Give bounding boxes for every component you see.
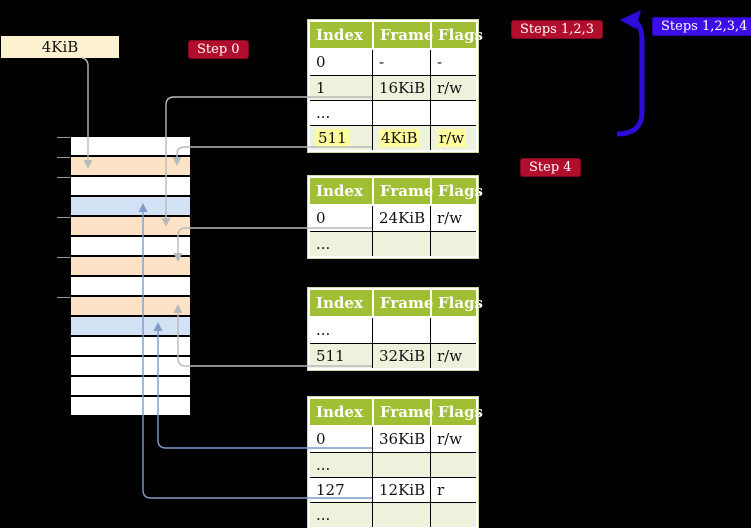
table-cell: - <box>372 50 430 75</box>
table-cell: r/w <box>430 206 476 231</box>
memory-stack <box>71 137 190 415</box>
table-cell <box>372 232 430 256</box>
step0-badge: Step 0 <box>188 40 249 59</box>
table-cell: 16KiB <box>372 76 430 100</box>
steps123-badge: Steps 1,2,3 <box>511 20 604 39</box>
column-header: Flags <box>430 178 483 204</box>
memory-row-white <box>71 137 190 155</box>
table-cell <box>430 503 476 527</box>
table-cell: ... <box>316 456 331 474</box>
step4-badge: Step 4 <box>520 158 581 177</box>
memory-row-white <box>71 177 190 195</box>
table-cell <box>372 101 430 125</box>
table-cell: 511 <box>316 347 345 365</box>
table-cell: 511 <box>316 129 349 147</box>
table-row: ... <box>310 100 476 125</box>
table-cell: r/w <box>430 427 476 452</box>
column-header: Frame <box>372 178 433 204</box>
memory-row-white <box>71 337 190 355</box>
table-cell <box>430 318 476 343</box>
table-cell <box>430 453 476 477</box>
column-header: Frame <box>372 399 433 425</box>
memory-row-white <box>71 357 190 375</box>
table-cell: r/w <box>430 76 476 100</box>
table-cell: 32KiB <box>372 344 430 368</box>
page-size-box: 4KiB <box>1 36 119 58</box>
table-cell: 4KiB <box>372 126 430 150</box>
table-cell: 1 <box>316 79 326 97</box>
table-cell <box>372 318 430 343</box>
column-header: Frame <box>372 22 433 48</box>
column-header: Flags <box>430 22 483 48</box>
table-cell: 127 <box>316 481 345 499</box>
table-cell: 0 <box>316 53 326 71</box>
table-cell <box>372 453 430 477</box>
table-cell: 36KiB <box>372 427 430 452</box>
memory-row-white <box>71 377 190 395</box>
memory-row-white <box>71 277 190 295</box>
table-cell: - <box>430 50 476 75</box>
memory-row-peach <box>71 257 190 275</box>
column-header: Index <box>316 294 363 312</box>
table-cell <box>430 232 476 256</box>
table-cell: ... <box>316 321 331 339</box>
column-header: Flags <box>430 290 483 316</box>
table-cell: 0 <box>316 209 326 227</box>
memory-tick-marks <box>57 137 70 298</box>
table-row: ... <box>310 452 476 477</box>
table-cell <box>372 503 430 527</box>
memory-row-peach <box>71 217 190 235</box>
table-cell: r <box>430 478 476 502</box>
memory-row-white <box>71 237 190 255</box>
table-cell: 0 <box>316 430 326 448</box>
recursive-loop-arrowhead-icon <box>620 10 641 29</box>
table-cell: r/w <box>430 344 476 368</box>
memory-row-blue <box>71 197 190 215</box>
column-header: Flags <box>430 399 483 425</box>
table-cell <box>430 101 476 125</box>
table-cell: 24KiB <box>372 206 430 231</box>
steps1234-badge: Steps 1,2,3,4 <box>652 17 751 36</box>
table-row: ... <box>310 231 476 256</box>
memory-row-peach <box>71 157 190 175</box>
table-cell: r/w <box>430 126 476 150</box>
table-cell: 12KiB <box>372 478 430 502</box>
column-header: Index <box>316 182 363 200</box>
memory-row-peach <box>71 297 190 315</box>
table-cell: ... <box>316 104 331 122</box>
recursive-loop-arrow <box>616 17 645 137</box>
column-header: Index <box>316 26 363 44</box>
table-row: ... <box>310 318 476 343</box>
table-cell: ... <box>316 506 331 524</box>
column-header: Index <box>316 403 363 421</box>
table-cell: ... <box>316 235 331 253</box>
column-header: Frame <box>372 290 433 316</box>
table-row: 0 -- <box>310 50 476 75</box>
memory-row-white <box>71 397 190 415</box>
memory-row-blue <box>71 317 190 335</box>
table-row: ... <box>310 502 476 527</box>
